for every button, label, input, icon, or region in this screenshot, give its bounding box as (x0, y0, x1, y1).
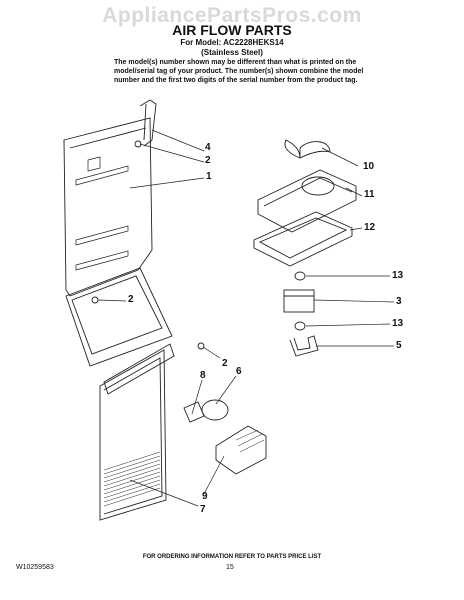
callout-6: 6 (236, 366, 242, 377)
callout-5: 5 (396, 340, 402, 351)
model-line: For Model: AC2228HEKS14 (180, 38, 284, 47)
duct-plate (65, 267, 173, 367)
callout-13: 13 (392, 318, 404, 329)
watermark: AppliancePartsPros.com (102, 4, 362, 27)
screw-mid (91, 296, 99, 304)
screw-low (197, 342, 205, 350)
fan-motor (283, 289, 315, 313)
panel-slots (75, 156, 129, 271)
callout-13: 13 (392, 270, 404, 281)
washer-bottom (294, 321, 306, 331)
callout-3: 3 (396, 296, 402, 307)
callout-2: 2 (222, 358, 228, 369)
callout-4: 4 (205, 142, 211, 153)
gasket (253, 211, 353, 267)
callout-11: 11 (364, 189, 375, 200)
ordering-footer: FOR ORDERING INFORMATION REFER TO PARTS … (142, 554, 322, 560)
bulb-socket (183, 401, 205, 423)
back-panel (63, 117, 153, 297)
washer-top (294, 271, 306, 281)
callout-8: 8 (200, 370, 206, 381)
light-bulb (201, 399, 229, 421)
page-number: 15 (226, 564, 234, 571)
page-title: AIR FLOW PARTS (172, 22, 292, 38)
fan-housing (257, 169, 357, 233)
callout-9: 9 (202, 491, 208, 502)
model-note: The model(s) number shown may be differe… (114, 59, 364, 84)
document-number: W10259583 (16, 564, 54, 571)
front-panel (99, 349, 167, 521)
variant-line: (Stainless Steel) (201, 48, 263, 57)
leader-lines (97, 129, 395, 507)
callout-7: 7 (200, 504, 206, 515)
callout-12: 12 (364, 222, 376, 233)
motor-bracket (289, 335, 319, 357)
bracket-part (139, 99, 157, 147)
callout-10: 10 (363, 161, 375, 172)
callout-2: 2 (128, 294, 134, 305)
light-lens (215, 425, 267, 475)
callout-2: 2 (205, 155, 211, 166)
callout-1: 1 (206, 171, 212, 182)
front-grille (103, 451, 161, 507)
